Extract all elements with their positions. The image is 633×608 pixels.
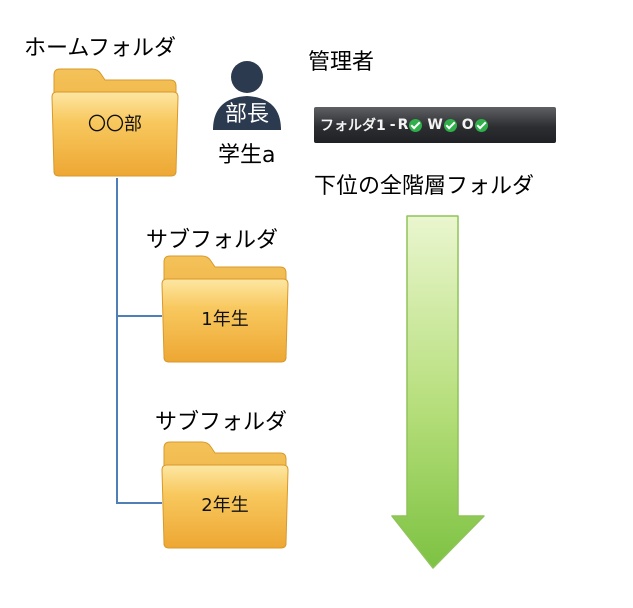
folder-icon [51, 68, 179, 177]
permission-folder-name: フォルダ1 [320, 118, 386, 134]
tree-trunk-line [116, 178, 118, 503]
folder-icon [161, 255, 289, 363]
folder-icon [161, 441, 289, 549]
subfolder-2[interactable]: 2年生 [160, 438, 290, 550]
subfolder-2-label: 2年生 [201, 495, 249, 516]
admin-title: 管理者 [308, 50, 375, 75]
tree-branch-line-2 [116, 502, 162, 504]
permission-bar: フォルダ1 - R W O [314, 107, 556, 143]
user-role-label: 部長 [224, 102, 269, 127]
user-avatar: 部長 [210, 60, 284, 132]
inherit-label: 下位の全階層フォルダ [314, 174, 535, 199]
subfolder-1-label: 1年生 [201, 309, 249, 330]
tree-branch-line-1 [116, 315, 162, 317]
down-arrow-icon [391, 215, 485, 569]
check-icon [409, 118, 423, 132]
home-folder-label: 〇〇部 [88, 114, 142, 135]
subfolder-2-title: サブフォルダ [155, 410, 288, 435]
subfolder-1-title: サブフォルダ [146, 228, 279, 253]
home-folder-title: ホームフォルダ [24, 36, 177, 61]
permission-owner: O [462, 117, 493, 133]
permission-read: R [398, 117, 428, 133]
permission-separator: - [389, 117, 396, 133]
person-icon [213, 61, 281, 130]
subfolder-1[interactable]: 1年生 [160, 252, 290, 364]
user-name: 学生a [218, 143, 276, 168]
permission-write: W [427, 117, 461, 133]
check-icon [474, 118, 488, 132]
inherit-arrow [388, 214, 488, 570]
check-icon [443, 118, 457, 132]
home-folder[interactable]: 〇〇部 [50, 65, 180, 178]
